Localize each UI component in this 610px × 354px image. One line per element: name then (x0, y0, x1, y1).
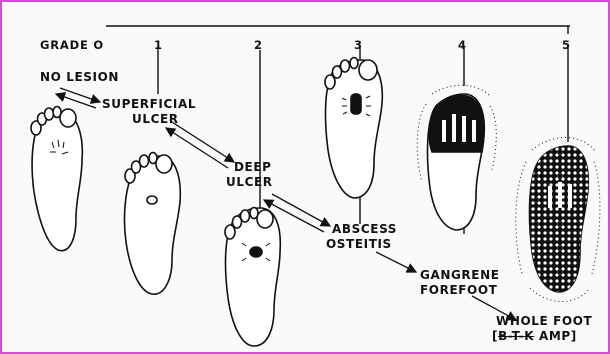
foot-grade-5 (516, 137, 600, 301)
foot-grade-0 (31, 107, 82, 251)
abscess-label-line1: ABSCESS (332, 222, 397, 236)
foot-grade-4 (417, 85, 496, 230)
amp-text: AMP] (534, 329, 577, 343)
grade-5-label: 5 (562, 38, 571, 52)
deep-ulcer-mark (250, 247, 262, 257)
foot-grade-2 (225, 208, 280, 347)
superficial-ulcer-label-line2: ULCER (132, 112, 179, 126)
deep-ulcer-label-line2: ULCER (226, 175, 273, 189)
no-lesion-label: NO LESION (40, 70, 119, 84)
gangrene-label-line2: FOREFOOT (420, 283, 497, 297)
whole-foot-label-line1: WHOLE FOOT (496, 314, 592, 328)
grade-4-label: 4 (458, 38, 467, 52)
abscess-mark (351, 94, 361, 114)
grade-2-label: 2 (254, 38, 263, 52)
foot-grade-3 (325, 58, 382, 199)
ulcer-mark (147, 196, 157, 204)
gangrene-label-line1: GANGRENE (420, 268, 500, 282)
whole-foot-label-line2: [B-T-K AMP] (492, 329, 577, 343)
superficial-ulcer-label-line1: SUPERFICIAL (102, 97, 196, 111)
grade-1-label: 1 (154, 38, 163, 52)
grade-3-label: 3 (354, 38, 363, 52)
foot-grade-1 (125, 153, 181, 295)
abscess-label-line2: OSTEITIS (326, 237, 392, 251)
deep-ulcer-label-line1: DEEP (234, 160, 272, 174)
grade-0-label: GRADE O (40, 38, 104, 52)
btk-text: B-T-K (498, 329, 534, 343)
